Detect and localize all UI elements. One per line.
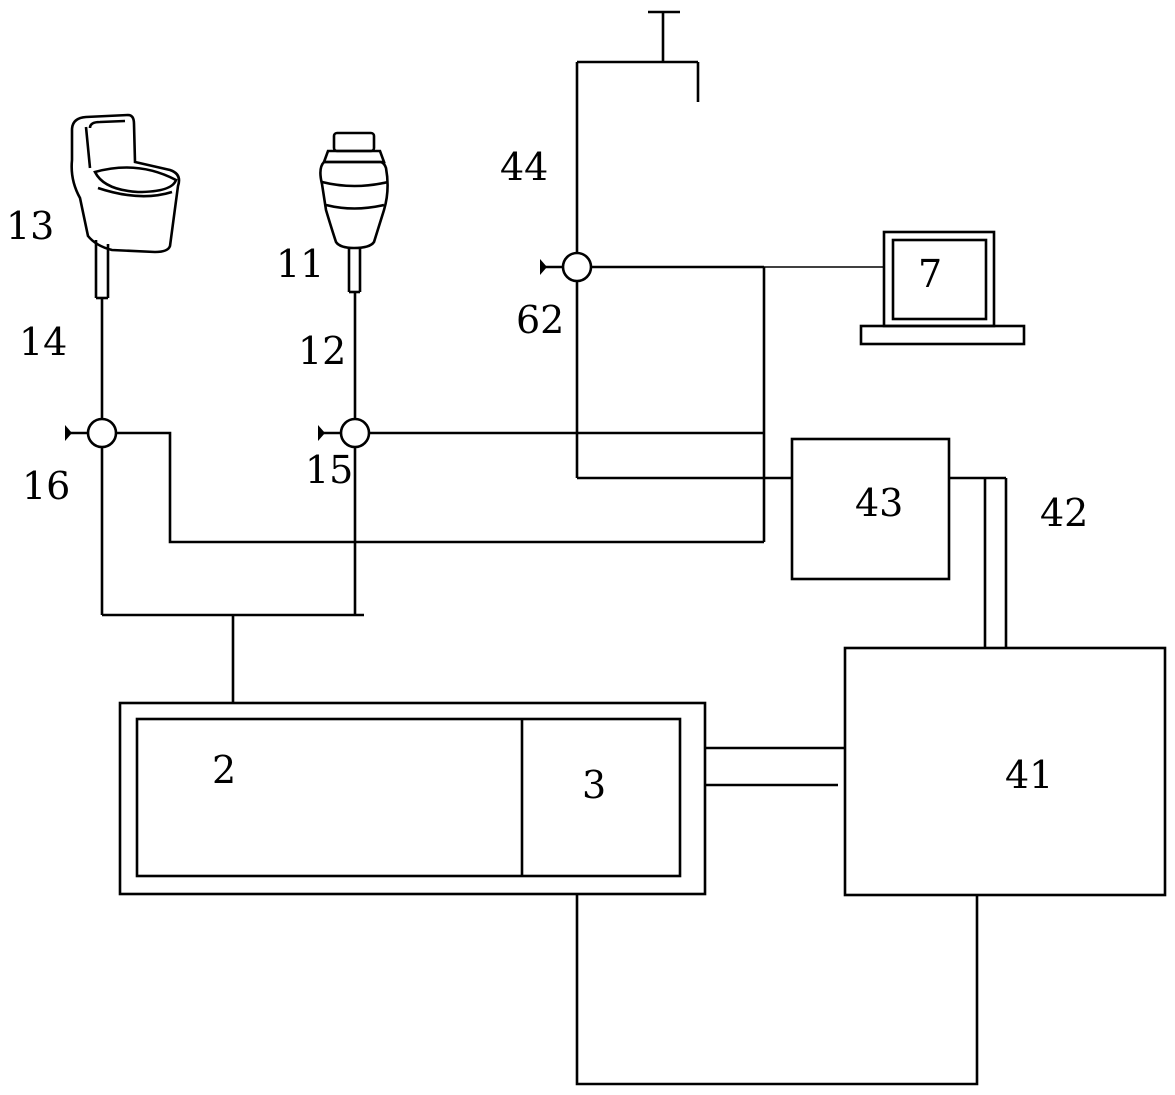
- box-41: [843, 646, 1167, 897]
- label-42: 42: [1040, 491, 1088, 535]
- toilet-icon: [70, 113, 181, 300]
- valve-16[interactable]: [65, 417, 118, 449]
- laptop-icon: [859, 230, 1026, 346]
- box-43: [790, 437, 951, 581]
- label-7: 7: [918, 252, 942, 296]
- label-13: 13: [6, 204, 54, 248]
- label-11: 11: [276, 242, 324, 286]
- tank-outer: [118, 701, 707, 896]
- valve-15[interactable]: [318, 417, 371, 449]
- label-12: 12: [298, 329, 346, 373]
- pipe-16-right: [116, 431, 764, 544]
- label-3: 3: [582, 763, 606, 807]
- return-pipe: [575, 894, 979, 1086]
- valve-62[interactable]: [540, 251, 593, 283]
- label-41: 41: [1005, 753, 1053, 797]
- label-14: 14: [19, 320, 67, 364]
- vent-cap-icon: [577, 10, 700, 102]
- label-15: 15: [305, 448, 353, 492]
- garbage-disposer-icon: [319, 131, 389, 294]
- label-2: 2: [212, 748, 236, 792]
- label-44: 44: [500, 145, 548, 189]
- label-43: 43: [855, 481, 903, 525]
- double-pipe-42: [949, 476, 1008, 648]
- tank-inner: [135, 717, 682, 878]
- tank-to-41-pipes: [705, 746, 845, 787]
- label-62: 62: [516, 298, 564, 342]
- label-16: 16: [22, 464, 70, 508]
